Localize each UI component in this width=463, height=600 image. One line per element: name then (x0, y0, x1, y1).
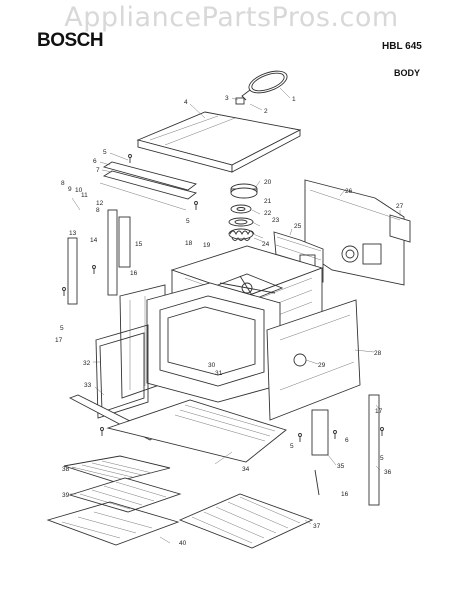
part-door-switch (311, 409, 329, 496)
brand-logo: BOSCH (37, 30, 104, 51)
section-title: BODY (394, 68, 421, 78)
part-right-side-panel (266, 299, 361, 421)
label-7: 7 (96, 167, 100, 174)
label-10: 10 (75, 187, 83, 194)
label-5-left: 5 (60, 325, 64, 332)
part-front-frame (146, 282, 281, 403)
label-4: 4 (184, 99, 188, 106)
label-27: 27 (396, 203, 404, 210)
label-21: 21 (264, 198, 272, 205)
label-5-bottom: 5 (290, 443, 294, 450)
label-6-right: 6 (345, 437, 349, 444)
part-left-strip (67, 209, 131, 305)
part-right-strip (368, 394, 380, 506)
label-33: 33 (84, 382, 92, 389)
label-36: 36 (384, 469, 392, 476)
label-25: 25 (294, 223, 302, 230)
label-1: 1 (292, 96, 296, 103)
label-39: 39 (62, 492, 70, 499)
part-bottom-panel (106, 399, 287, 463)
label-16: 16 (130, 270, 138, 277)
label-29: 29 (318, 362, 326, 369)
model-number: HBL 645 (382, 41, 422, 52)
label-16-right: 16 (341, 491, 349, 498)
label-2: 2 (264, 108, 268, 115)
screws (62, 154, 384, 442)
label-8-left: 8 (96, 207, 100, 214)
label-35: 35 (337, 463, 345, 470)
part-top-cover (136, 111, 302, 173)
part-broil-pan (63, 455, 171, 483)
label-38: 38 (62, 466, 70, 473)
label-30: 30 (208, 362, 216, 369)
watermark: AppliancePartsPros.com (64, 2, 399, 33)
label-28: 28 (374, 350, 382, 357)
label-17-right: 17 (375, 408, 383, 415)
label-20: 20 (264, 179, 272, 186)
label-13: 13 (69, 230, 77, 237)
label-12: 12 (96, 200, 104, 207)
label-15: 15 (135, 241, 143, 248)
part-wire-rack (178, 493, 314, 549)
label-8: 8 (61, 180, 65, 187)
label-23: 23 (272, 217, 280, 224)
label-40: 40 (179, 540, 187, 547)
part-roasting-insert (46, 501, 180, 546)
label-26: 26 (345, 188, 353, 195)
part-fan-motor (228, 183, 258, 241)
label-24: 24 (262, 241, 270, 248)
part-oven-rack (68, 477, 182, 513)
label-34: 34 (242, 466, 250, 473)
label-5-mid: 5 (186, 218, 190, 225)
leader-lines (70, 87, 401, 544)
label-22: 22 (264, 210, 272, 217)
label-14: 14 (90, 237, 98, 244)
label-3: 3 (225, 95, 229, 102)
part-door-gasket (95, 324, 149, 419)
part-front-rail (99, 161, 198, 211)
label-32: 32 (83, 360, 91, 367)
label-37: 37 (313, 523, 321, 530)
part-labels: 1 2 3 4 5 6 7 8 9 10 11 12 13 14 15 16 5… (55, 95, 404, 547)
label-18: 18 (185, 240, 193, 247)
label-17: 17 (55, 337, 63, 344)
label-31: 31 (215, 370, 223, 377)
part-cable (241, 70, 288, 101)
label-5-right: 5 (380, 455, 384, 462)
label-11: 11 (81, 192, 88, 199)
label-9: 9 (68, 186, 72, 193)
label-6: 6 (93, 158, 97, 165)
label-5: 5 (103, 149, 107, 156)
label-19: 19 (203, 242, 211, 249)
